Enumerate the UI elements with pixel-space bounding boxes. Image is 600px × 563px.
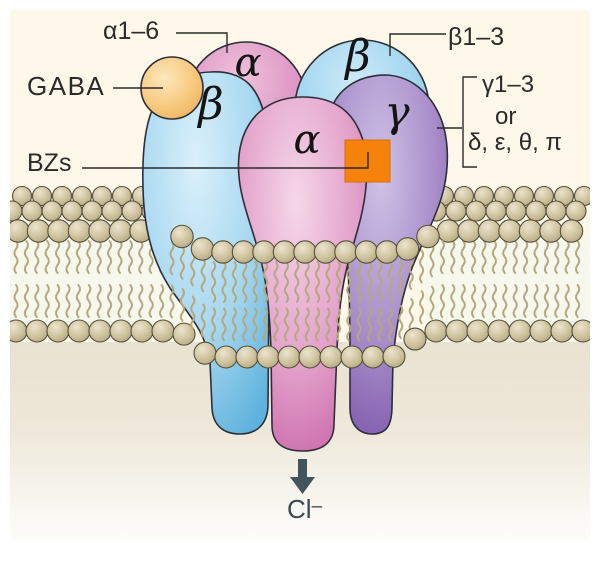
- chloride-symbol: Cl: [287, 494, 312, 524]
- label-beta-subtypes: β1–3: [448, 23, 505, 51]
- label-delta-variants: δ, ε, θ, π: [468, 129, 562, 156]
- subunit-letter-alpha-back: α: [234, 40, 262, 87]
- subunit-letter-gamma: γ: [384, 87, 410, 137]
- subunit-letter-beta-left: β: [198, 79, 224, 131]
- chloride-flow-arrow-icon: [290, 459, 315, 494]
- alpha-range-pointer-line: [176, 32, 228, 53]
- label-alpha-subtypes: α1–6: [103, 17, 160, 45]
- beta-range-pointer-line: [389, 33, 446, 56]
- label-or: or: [495, 103, 517, 130]
- lipid-bilayer-front: [169, 224, 445, 369]
- subunit-letter-alpha-front: α: [293, 117, 321, 164]
- annotations: [82, 32, 477, 183]
- subunit-letter-beta-back: β: [345, 31, 371, 83]
- bzs-pointer-line: [82, 152, 369, 169]
- label-gaba: GABA: [27, 71, 106, 101]
- label-chloride-ion: Cl–: [287, 496, 322, 522]
- label-gamma-subtypes: γ1–3: [482, 71, 535, 98]
- chloride-charge: –: [311, 496, 323, 517]
- lipid-bilayer-back: [1, 185, 595, 346]
- label-bzs: BZs: [27, 149, 72, 177]
- gamma-variants-bracket: [462, 76, 477, 168]
